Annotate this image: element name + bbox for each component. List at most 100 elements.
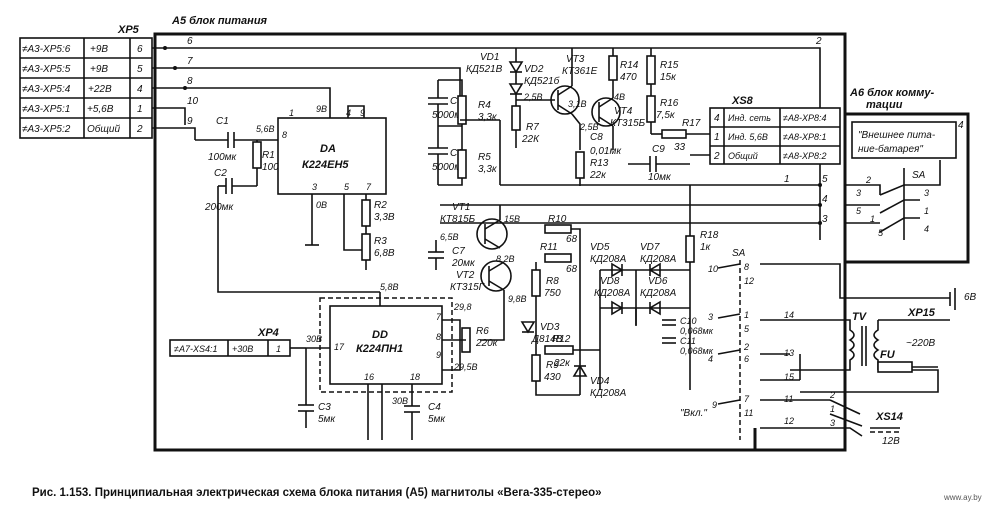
c4-value: 5мк (428, 414, 446, 425)
xp5-row-pin: 1 (137, 104, 143, 115)
a6-note-line1: "Внешнее пита- (858, 130, 936, 141)
xs8-row-pin: 1 (714, 132, 720, 143)
regulator-resistors: R10 68 R11 68 R8 750 VD3 Д814В R9 430 R1… (520, 214, 600, 396)
xs8-row-name: Инд. 5,6В (728, 132, 768, 142)
xs8-row-name: Инд. сеть (728, 113, 771, 123)
a6-title-line2: тации (866, 99, 903, 111)
vd1-vd2-r7: VD1 КД521В VD2 КД521б R7 22К 2,5В (466, 48, 560, 148)
vd4-value: КД208А (590, 388, 627, 399)
wire-number: 4 (822, 194, 828, 205)
vt1-vt2-c7: VT1 КТ815Б 15В 6,5В 8,2В C7 20мк VT2 КТ3… (428, 202, 527, 312)
vd8-value: КД208А (594, 288, 631, 299)
svg-text:8: 8 (436, 332, 441, 342)
vt1-ref: VT1 (452, 202, 470, 213)
vt4-value: КТ315Б (610, 118, 646, 129)
xs8-row-ref: ≠A8-XP8:2 (783, 151, 826, 161)
r1-ref: R1 (262, 150, 275, 161)
svg-text:2: 2 (865, 175, 871, 185)
c10-value: 0,068мк (680, 326, 714, 336)
r5-ref: R5 (478, 152, 491, 163)
xp5-row-value: +5,6В (87, 104, 114, 115)
svg-text:5: 5 (344, 182, 350, 192)
wire-number: 6 (187, 36, 193, 47)
svg-text:3: 3 (856, 188, 861, 198)
vd2-ref: VD2 (524, 64, 544, 75)
vd8-ref: VD8 (600, 276, 620, 287)
wire-number: 5 (822, 174, 828, 185)
r11-ref: R11 (540, 242, 558, 253)
vd2-value: КД521б (524, 75, 560, 87)
r14-r17: R14 470 R15 15к R16 7,5к R17 33 (608, 48, 710, 153)
c8-value: 0,01мк (590, 146, 622, 157)
vd3-ref: VD3 (540, 322, 560, 333)
xs8-row-name: Общий (728, 151, 758, 161)
c3-value: 5мк (318, 414, 336, 425)
voltage-label: 9,8В (508, 294, 527, 304)
r12-value: 22к (553, 358, 571, 369)
xs8-row-ref: ≠A8-XP8:1 (783, 132, 826, 142)
svg-text:4: 4 (346, 108, 351, 118)
wire-number: 2 (815, 36, 822, 47)
vd7-ref: VD7 (640, 242, 660, 253)
xp4-ref: ≠A7-XS4:1 (174, 344, 217, 354)
wire-number: 7 (187, 56, 193, 67)
svg-text:9: 9 (360, 108, 365, 118)
vd6-ref: VD6 (648, 276, 668, 287)
c3-ref: C3 (318, 402, 331, 413)
svg-text:4: 4 (958, 120, 964, 131)
wire-number: 9 (187, 116, 193, 127)
a6-note-line2: ние-батарея" (858, 143, 923, 155)
xp15-ref: XP15 (907, 307, 936, 319)
xp15-value: 6В (964, 292, 977, 303)
c4-ref: C4 (428, 402, 441, 413)
svg-text:1: 1 (870, 214, 875, 224)
diode-bridge: VD5 КД208А VD7 КД208А VD8 КД208А VD6 КД2… (590, 242, 714, 399)
da-ref: DA (320, 143, 336, 155)
c9-value: 10мк (648, 172, 672, 183)
svg-text:1: 1 (924, 206, 929, 216)
wire-number: 8 (187, 76, 193, 87)
svg-text:7: 7 (436, 312, 442, 322)
vkl-label: "Вкл." (680, 408, 707, 419)
voltage-label: 6,5В (440, 232, 459, 242)
dd-name: К224ПН1 (356, 343, 403, 355)
vt4-ref: VT4 (614, 106, 633, 117)
wire-number: 10 (187, 96, 199, 107)
a6-title-line1: А6 блок комму- (849, 87, 935, 99)
c9-ref: C9 (652, 144, 665, 155)
tv-ref: TV (852, 311, 868, 323)
svg-text:11: 11 (744, 408, 753, 418)
r2-value: 3,3В (374, 212, 395, 223)
svg-text:1: 1 (289, 108, 294, 118)
r2-ref: R2 (374, 200, 387, 211)
xp4-connector: XP4 ≠A7-XS4:1 +30В 1 (169, 327, 306, 357)
dd-chip: DD К224ПН1 17 7 8 9 16 18 29,8 29,5В 30В… (298, 292, 505, 440)
vt3-ref: VT3 (566, 54, 585, 65)
a6-sa-label: SA (912, 170, 926, 181)
voltage-label: 3,1В (568, 99, 587, 109)
svg-text:3: 3 (830, 418, 835, 428)
watermark: www.ay.by (943, 493, 982, 502)
svg-text:15: 15 (784, 372, 795, 382)
xp4-value: +30В (232, 344, 253, 354)
rails: 1 5 4 3 (440, 119, 828, 225)
xp4-label: XP4 (257, 327, 279, 339)
r8-value: 750 (544, 288, 561, 299)
xs14-value: 12В (882, 436, 900, 447)
c6-value: 5000мк (432, 162, 467, 173)
xs14-ref: XS14 (875, 411, 903, 423)
voltage-label: 5,6В (256, 124, 275, 134)
xs8-connector: XS8 4 Инд. сеть ≠A8-XP8:4 1 Инд. 5,6В ≠A… (690, 95, 841, 165)
xp5-row-pin: 2 (136, 124, 143, 135)
vd1-ref: VD1 (480, 52, 499, 63)
r7-value: 22К (521, 134, 540, 145)
svg-text:3: 3 (312, 182, 317, 192)
xp5-row-pin: 5 (137, 64, 143, 75)
figure-caption: Рис. 1.153. Принципиальная электрическая… (32, 487, 602, 499)
c10-ref: C10 (680, 316, 697, 326)
voltage-label: 29,8 (453, 302, 472, 312)
r12-ref: R12 (552, 334, 571, 345)
transformer-section: TV XP15 6В ~220В FU (790, 263, 977, 393)
svg-text:4: 4 (708, 354, 713, 364)
